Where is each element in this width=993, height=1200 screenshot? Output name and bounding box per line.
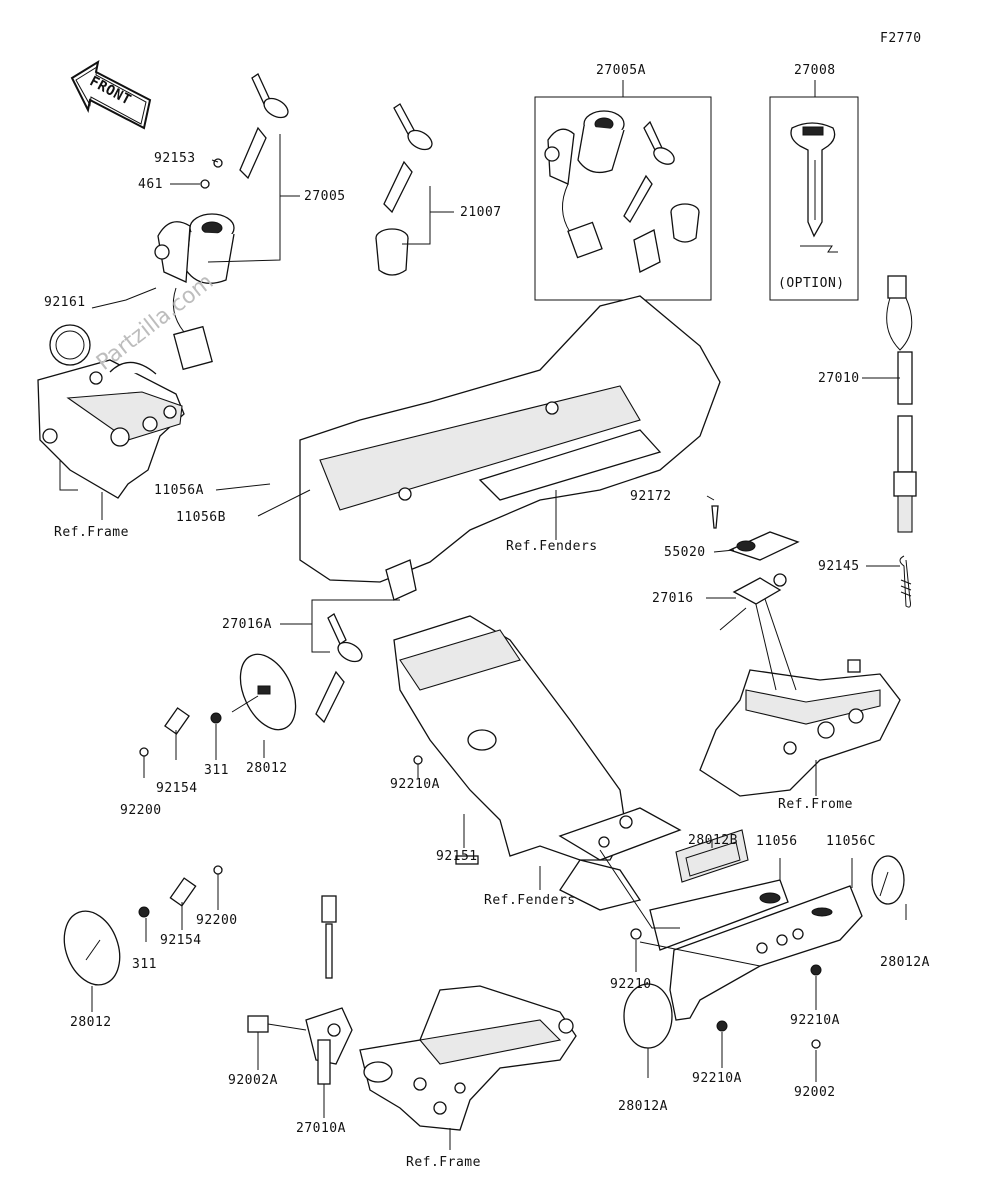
label-21007: 21007 [460,205,502,220]
label-92210A-lower: 92210A [692,1071,742,1086]
label-27016A: 27016A [222,617,272,632]
diagram-code: F2770 [880,31,922,46]
label-28012A-lower: 28012A [618,1099,668,1114]
label-92145: 92145 [818,559,860,574]
label-27008: 27008 [794,63,836,78]
label-11056A: 11056A [154,483,204,498]
label-92154-upper: 92154 [156,781,198,796]
label-ref-fenders-lower: Ref.Fenders [484,893,576,908]
label-92153: 92153 [154,151,196,166]
kit-box-27008 [769,96,859,301]
switch-27010 [886,275,917,608]
reflector-28012B [675,829,749,883]
front-arrow [70,59,152,130]
ignition-switch-27005 [154,73,289,371]
frame-lower [359,985,577,1131]
key-blank-27008 [790,122,838,253]
label-27005A: 27005A [596,63,646,78]
label-92151: 92151 [436,849,478,864]
label-92210: 92210 [610,977,652,992]
key-27016A [315,613,363,724]
label-28012A-right: 28012A [880,955,930,970]
label-ref-frame-lower: Ref.Frame [406,1155,481,1170]
label-311-upper: 311 [204,763,229,778]
ignition-switch-kit [544,110,700,273]
label-11056: 11056 [756,834,798,849]
license-brackets [623,855,905,1049]
label-461: 461 [138,177,163,192]
label-92210A-center: 92210A [390,777,440,792]
rear-fender-center [393,615,682,911]
frame-left [37,324,185,499]
label-92002: 92002 [794,1085,836,1100]
frame-right [699,505,901,797]
label-92154-lower: 92154 [160,933,202,948]
label-28012-lower: 28012 [70,1015,112,1030]
label-11056C: 11056C [826,834,876,849]
label-92200-lower: 92200 [196,913,238,928]
reflector-28012-lower [63,865,223,986]
label-28012-upper: 28012 [246,761,288,776]
label-11056B: 11056B [176,510,226,525]
label-92172: 92172 [630,489,672,504]
label-311-lower: 311 [132,957,157,972]
label-92161: 92161 [44,295,86,310]
label-option: (OPTION) [778,276,845,291]
label-92210A-right: 92210A [790,1013,840,1028]
reflector-28012-upper [139,653,297,757]
label-92002A: 92002A [228,1073,278,1088]
key-set-21007 [375,103,433,276]
leader-lines [91,134,907,1150]
label-ref-fenders-upper: Ref.Fenders [506,539,598,554]
label-ref-frome: Ref.Frome [778,797,853,812]
label-27005: 27005 [304,189,346,204]
label-27010A: 27010A [296,1121,346,1136]
bracket-27010A [247,895,353,1085]
label-55020: 55020 [664,545,706,560]
label-ref-frame-upper: Ref.Frame [54,525,129,540]
label-27016: 27016 [652,591,694,606]
label-27010: 27010 [818,371,860,386]
label-28012B: 28012B [688,833,738,848]
tail-fender-upper [299,295,721,601]
label-92200-upper: 92200 [120,803,162,818]
